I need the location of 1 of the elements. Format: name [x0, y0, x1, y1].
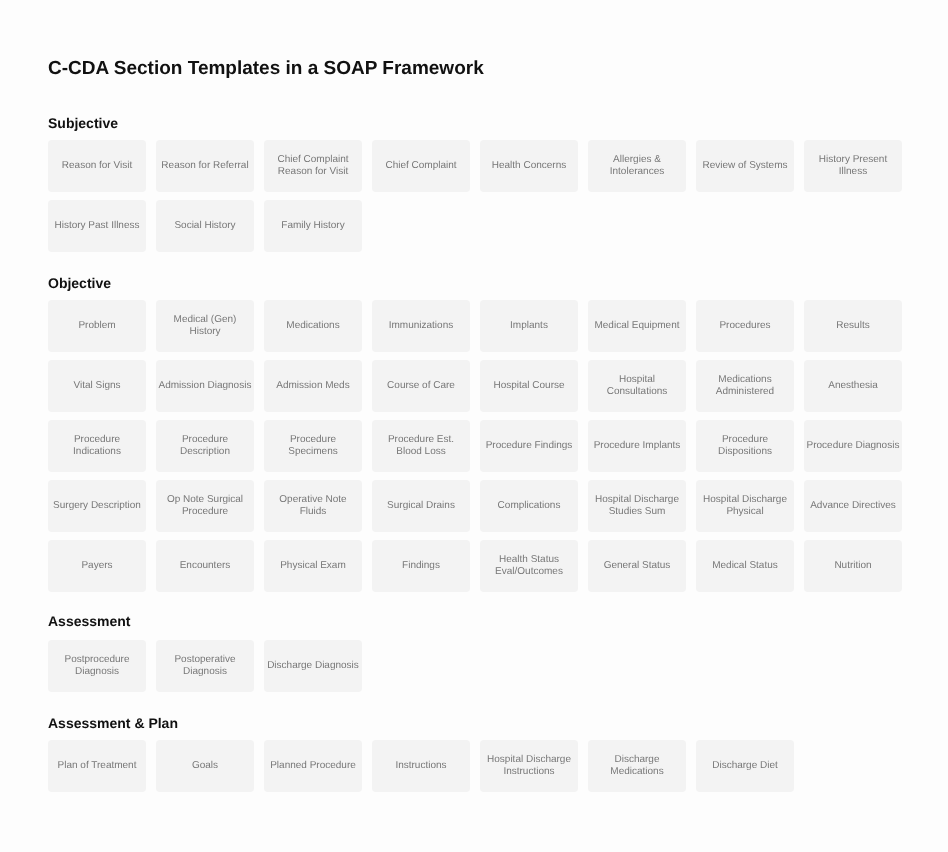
title: C-CDA Section Templates in a SOAP Framework	[48, 56, 484, 84]
